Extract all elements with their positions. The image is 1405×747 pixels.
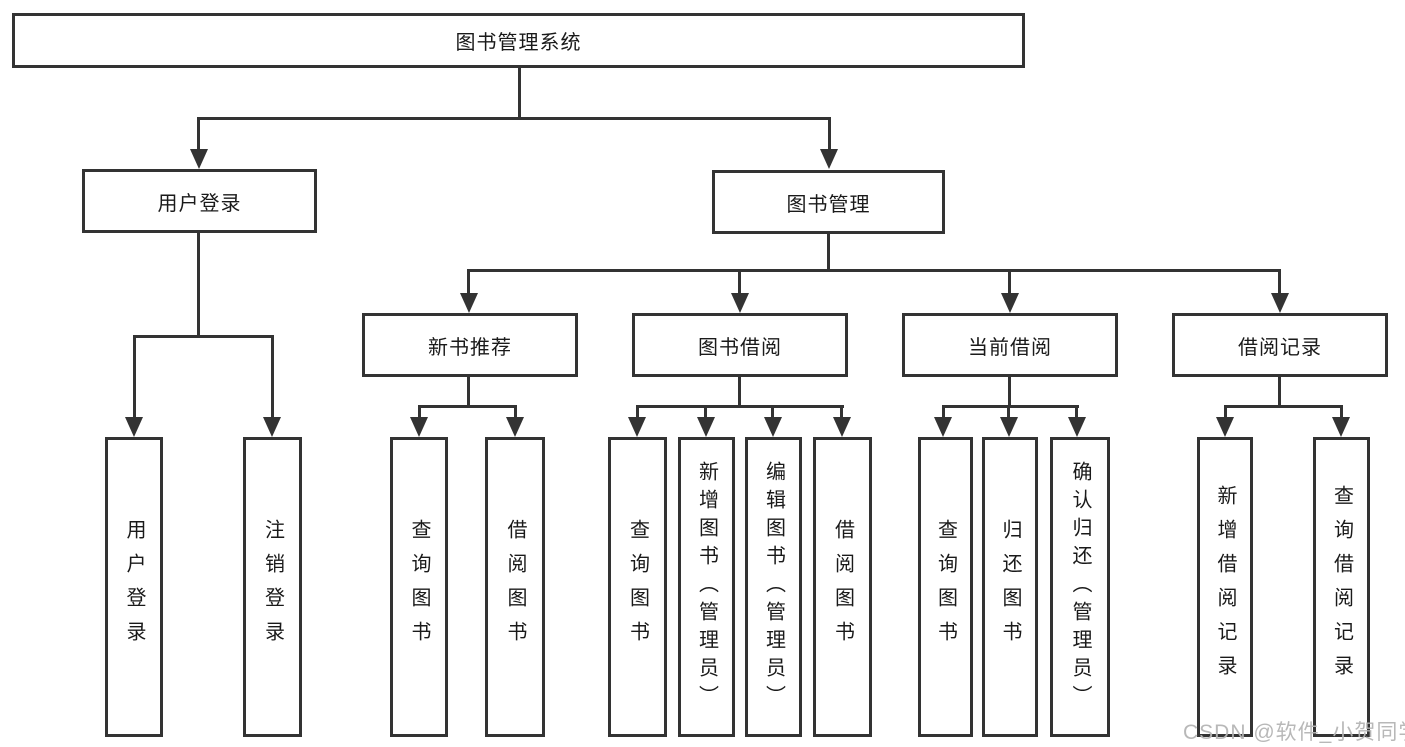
connector-line: [1278, 271, 1281, 295]
connector-line: [636, 405, 639, 420]
leaf-query-books-current: 查询图书: [918, 437, 973, 737]
connector-line: [271, 337, 274, 419]
connector-line: [418, 405, 421, 420]
connector-line: [636, 405, 844, 408]
connector-line: [1007, 405, 1010, 420]
leaf-user-login: 用户登录: [105, 437, 163, 737]
node-borrowing-records: 借阅记录: [1172, 313, 1388, 377]
arrowhead-down-icon: [764, 417, 782, 437]
node-book-management: 图书管理: [712, 170, 945, 234]
arrowhead-down-icon: [1000, 417, 1018, 437]
connector-line: [840, 405, 843, 420]
connector-line: [942, 405, 1079, 408]
leaf-logout: 注销登录: [243, 437, 302, 737]
node-current-borrowing: 当前借阅: [902, 313, 1118, 377]
node-book-borrowing: 图书借阅: [632, 313, 848, 377]
arrowhead-down-icon: [460, 293, 478, 313]
leaf-add-borrow-record: 新增借阅记录: [1197, 437, 1253, 737]
arrowhead-down-icon: [506, 417, 524, 437]
connector-line: [133, 335, 274, 338]
connector-line: [418, 405, 517, 408]
connector-line: [704, 405, 707, 420]
connector-line: [197, 117, 831, 120]
connector-line: [518, 68, 521, 118]
arrowhead-down-icon: [934, 417, 952, 437]
node-new-book-recommend: 新书推荐: [362, 313, 578, 377]
leaf-query-books-borrowing: 查询图书: [608, 437, 667, 737]
arrowhead-down-icon: [263, 417, 281, 437]
connector-line: [467, 269, 1281, 272]
connector-line: [197, 119, 200, 152]
leaf-confirm-return-admin: 确认归还（管理员）: [1050, 437, 1110, 737]
arrowhead-down-icon: [1271, 293, 1289, 313]
arrowhead-down-icon: [125, 417, 143, 437]
arrowhead-down-icon: [833, 417, 851, 437]
connector-line: [1008, 377, 1011, 407]
arrowhead-down-icon: [628, 417, 646, 437]
connector-line: [1278, 377, 1281, 407]
arrowhead-down-icon: [1001, 293, 1019, 313]
connector-line: [467, 271, 470, 295]
arrowhead-down-icon: [410, 417, 428, 437]
connector-line: [1075, 405, 1078, 420]
connector-line: [738, 377, 741, 407]
node-root-library-management-system: 图书管理系统: [12, 13, 1025, 68]
connector-line: [467, 377, 470, 407]
connector-line: [1224, 405, 1227, 420]
csdn-watermark: CSDN @软件_小贺同学: [1183, 721, 1405, 744]
connector-line: [942, 405, 945, 420]
arrowhead-down-icon: [190, 149, 208, 169]
leaf-borrow-books-borrowing: 借阅图书: [813, 437, 872, 737]
arrowhead-down-icon: [1332, 417, 1350, 437]
leaf-borrow-books-recommend: 借阅图书: [485, 437, 545, 737]
leaf-add-books-admin: 新增图书（管理员）: [678, 437, 735, 737]
connector-line: [197, 233, 200, 337]
leaf-query-books-recommend: 查询图书: [390, 437, 448, 737]
connector-line: [1340, 405, 1343, 420]
leaf-edit-books-admin: 编辑图书（管理员）: [745, 437, 802, 737]
connector-line: [771, 405, 774, 420]
arrowhead-down-icon: [1216, 417, 1234, 437]
connector-line: [1224, 405, 1343, 408]
connector-line: [1008, 271, 1011, 295]
arrowhead-down-icon: [697, 417, 715, 437]
leaf-query-borrow-record: 查询借阅记录: [1313, 437, 1370, 737]
leaf-return-books: 归还图书: [982, 437, 1038, 737]
arrowhead-down-icon: [1068, 417, 1086, 437]
connector-line: [738, 271, 741, 295]
connector-line: [828, 119, 831, 152]
arrowhead-down-icon: [820, 149, 838, 169]
connector-line: [133, 337, 136, 419]
arrowhead-down-icon: [731, 293, 749, 313]
connector-line: [514, 405, 517, 420]
node-user-login: 用户登录: [82, 169, 317, 233]
connector-line: [827, 234, 830, 271]
